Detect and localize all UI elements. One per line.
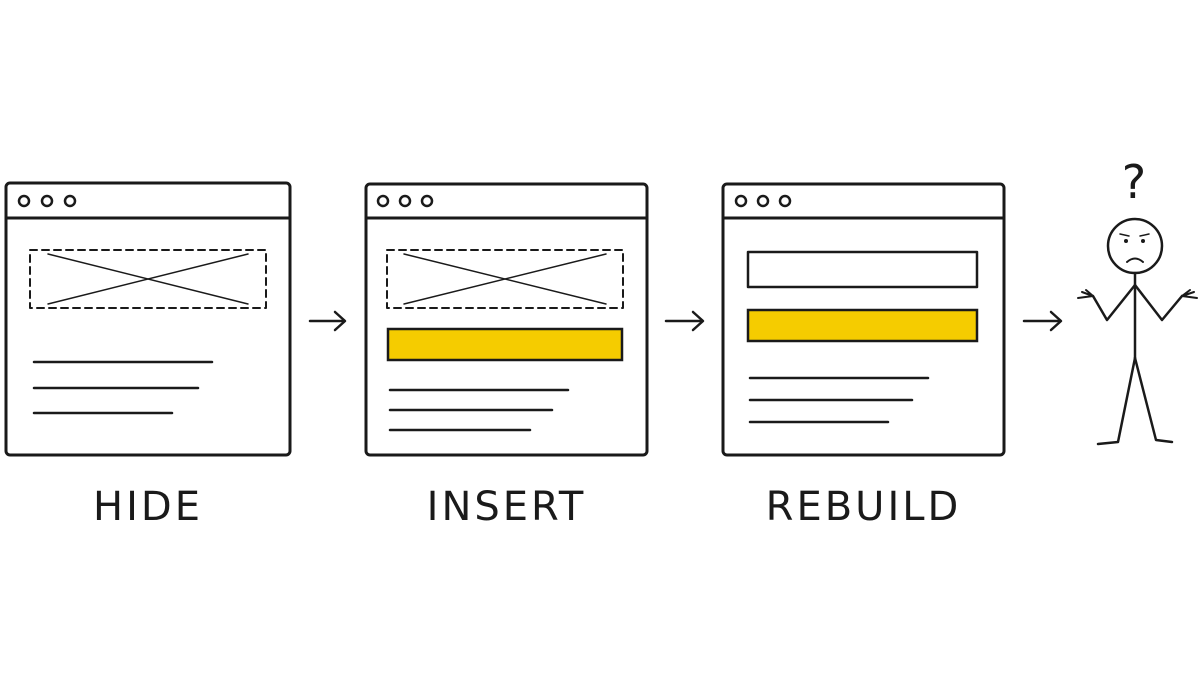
browser-window-rebuild (721, 182, 1006, 457)
hidden-image-placeholder (386, 249, 624, 309)
text-lines (32, 360, 214, 415)
question-mark: ? (1122, 155, 1146, 209)
window-controls-icon (17, 194, 77, 208)
text-lines (388, 388, 570, 432)
empty-content-block (746, 250, 979, 289)
window-controls-icon (734, 194, 792, 208)
inserted-highlight-block (386, 327, 624, 362)
text-lines (748, 376, 930, 424)
hidden-image-placeholder (29, 249, 267, 309)
browser-window-hide (4, 181, 292, 457)
rebuilt-highlight-block (746, 308, 979, 343)
arrow-icon (664, 310, 705, 332)
arrow-icon (1022, 310, 1063, 332)
arrow-icon (308, 310, 347, 332)
step-label-hide: HIDE (93, 484, 203, 530)
step-label-insert: INSERT (426, 484, 587, 530)
step-label-rebuild: REBUILD (765, 484, 962, 530)
browser-window-insert (364, 182, 649, 457)
window-controls-icon (376, 194, 434, 208)
shrugging-stick-figure-icon: ? (1077, 155, 1198, 446)
